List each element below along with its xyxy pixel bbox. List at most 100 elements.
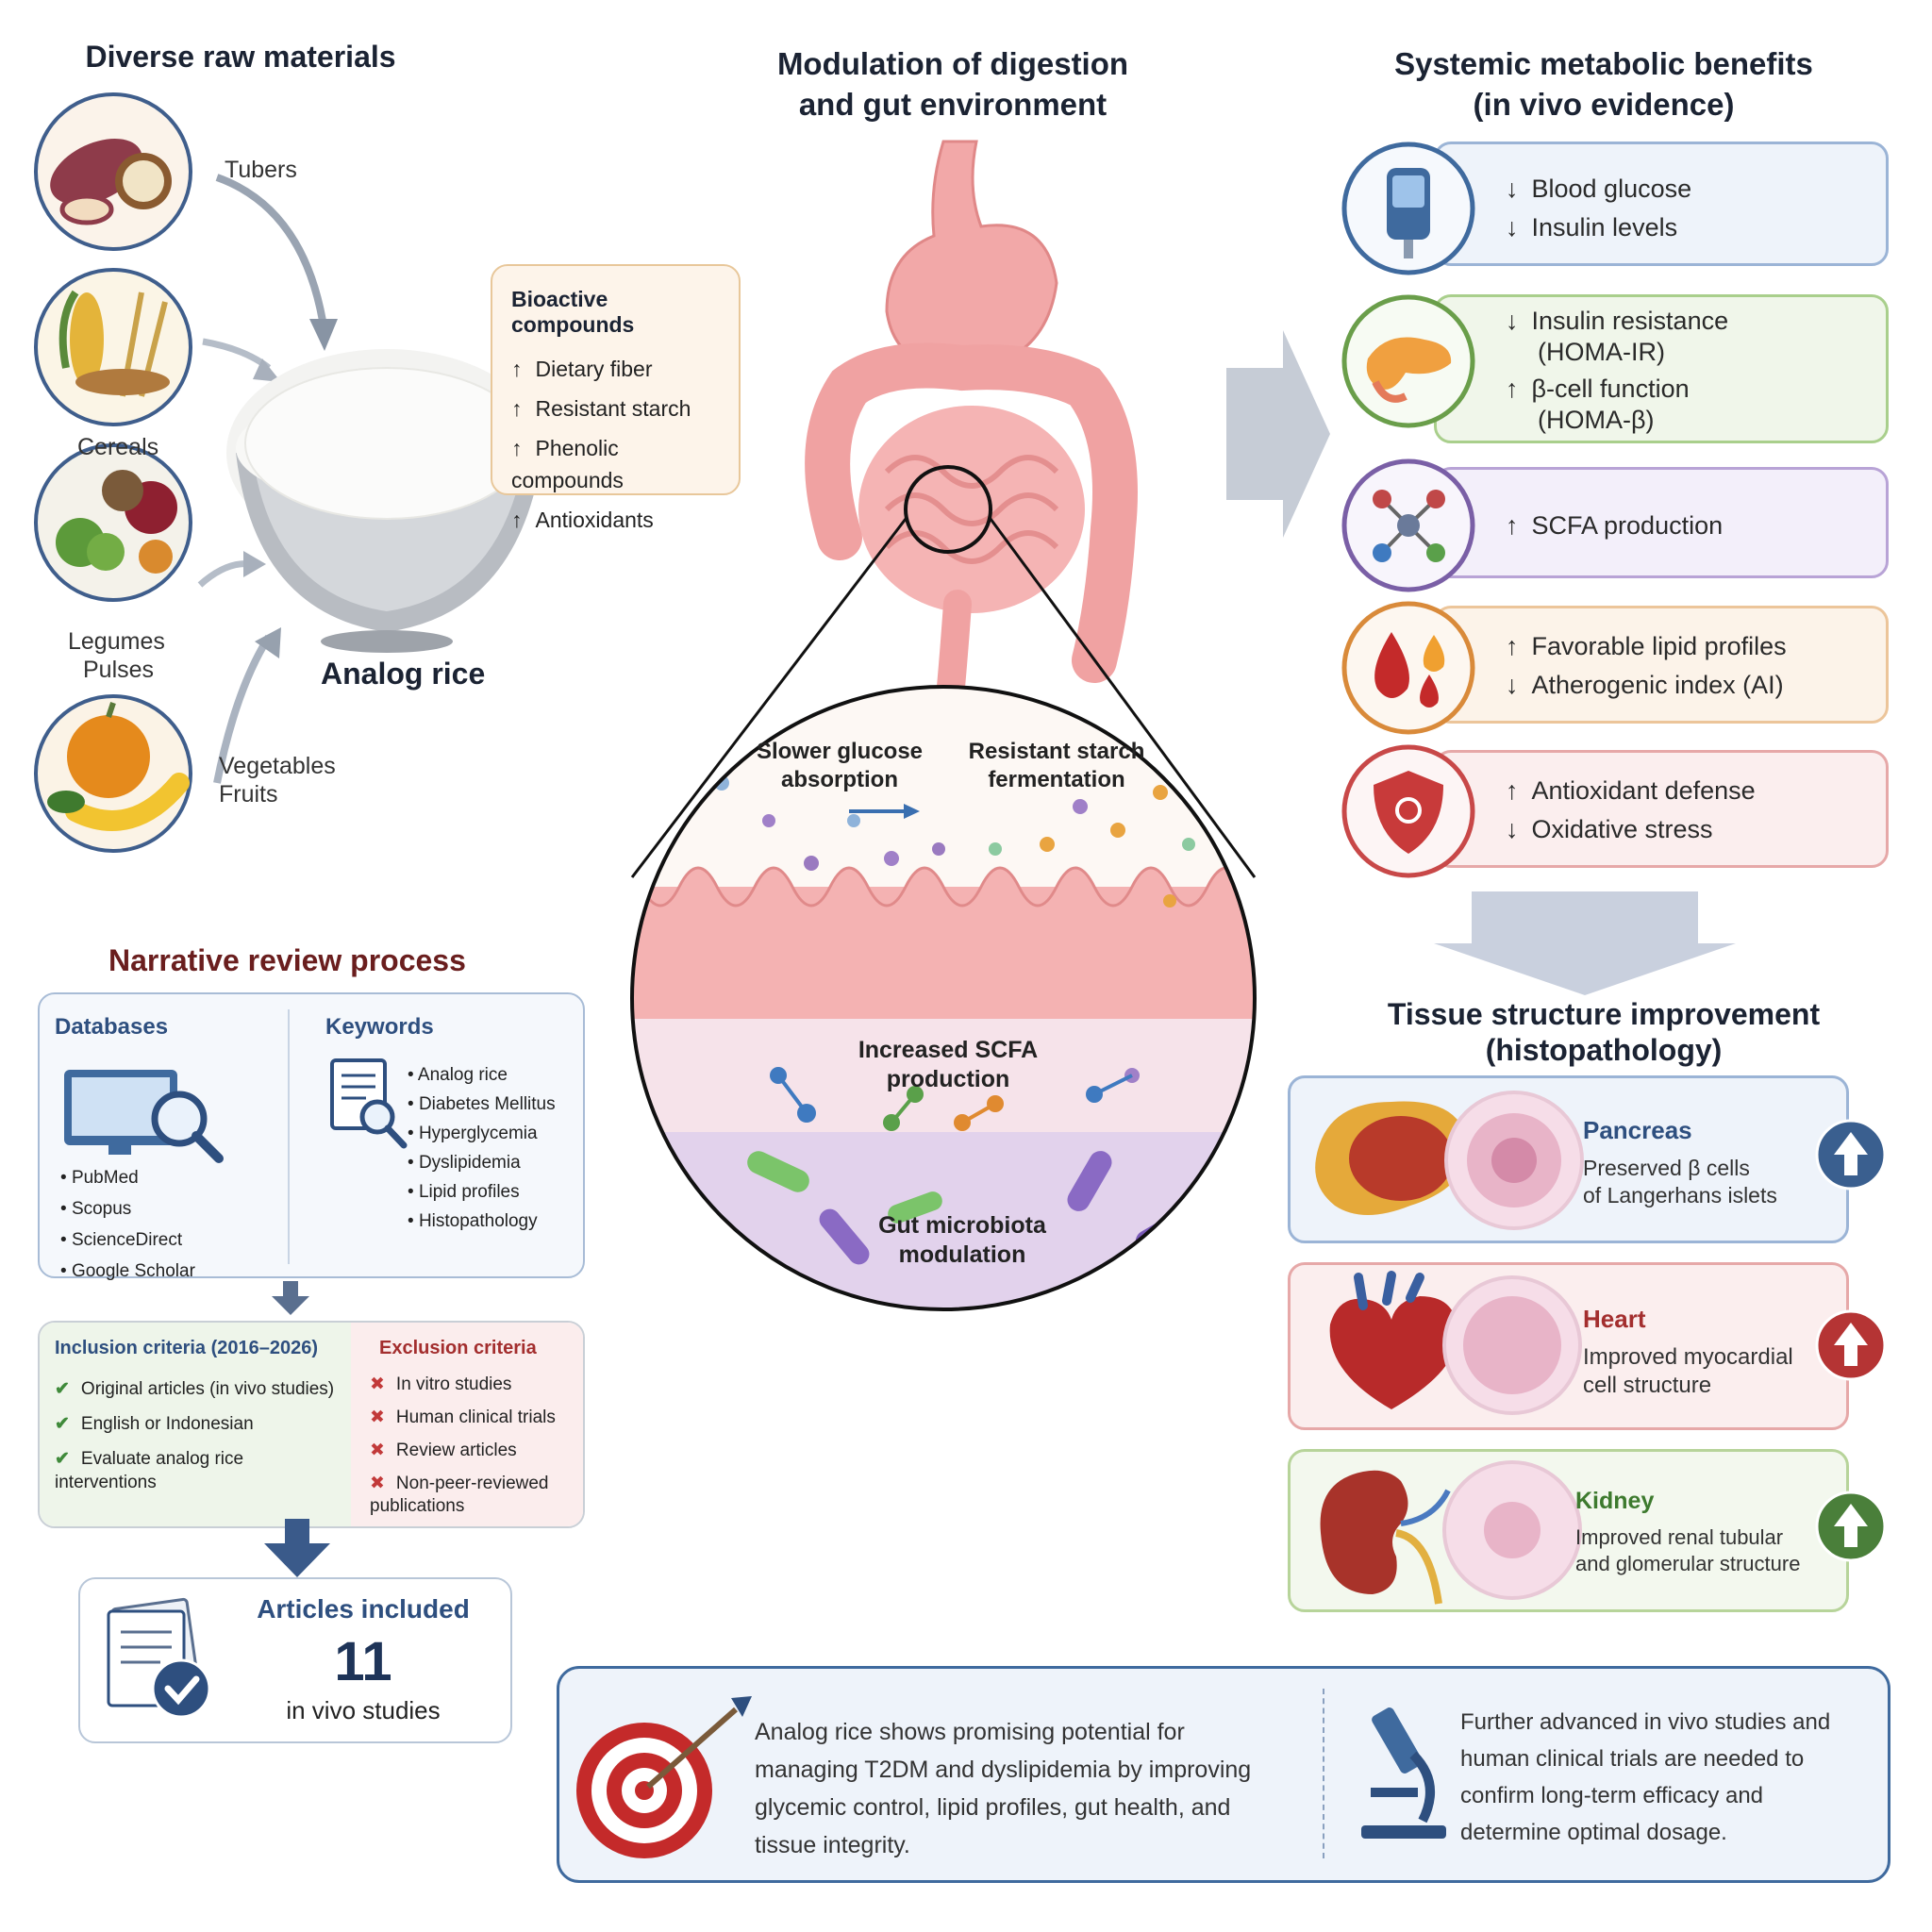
- kidney-desc-line2: and glomerular structure: [1575, 1552, 1801, 1575]
- digestion-title: Modulation of digestion and gut environm…: [736, 43, 1170, 125]
- keyword-item: • Diabetes Mellitus: [408, 1094, 556, 1114]
- heart-desc-line2: cell structure: [1583, 1373, 1712, 1398]
- articles-title: Articles included: [257, 1594, 470, 1624]
- systemic-line: (HOMA-IR): [1538, 338, 1665, 366]
- databases-list: • PubMed • Scopus • ScienceDirect • Goog…: [60, 1166, 195, 1291]
- slower-glucose-line1: Slower glucose: [756, 739, 924, 764]
- inclusion-item: Evaluate analog rice interventions: [55, 1447, 272, 1494]
- raw-materials-graphic: [34, 92, 547, 853]
- shield-icon: [1341, 744, 1475, 878]
- kidney-desc-line1: Improved renal tubular: [1575, 1525, 1784, 1549]
- bioactive-item: Phenolic compounds: [511, 432, 720, 496]
- computer-search-icon: [64, 1070, 224, 1163]
- gut-microbiota-label: Gut microbiota modulation: [840, 1211, 1085, 1270]
- systemic-line: SCFA production: [1506, 507, 1724, 545]
- raw-materials-title: Diverse raw materials: [85, 40, 396, 74]
- document-search-icon: [330, 1058, 408, 1149]
- database-item: • PubMed: [60, 1168, 139, 1188]
- glucometer-icon: [1341, 142, 1475, 275]
- bioactive-title: Bioactive compounds: [511, 287, 635, 337]
- pancreas-name: Pancreas: [1583, 1116, 1692, 1144]
- systemic-line: Favorable lipid profiles: [1506, 627, 1787, 666]
- criteria-arrow-down-icon: [264, 1519, 330, 1577]
- keyword-item: • Dyslipidemia: [408, 1153, 521, 1173]
- analog-rice-bowl-icon: [226, 349, 547, 653]
- scfa-line2: production: [886, 1066, 1010, 1092]
- exclusion-item: Human clinical trials: [370, 1407, 577, 1429]
- analog-rice-label: Analog rice: [321, 657, 486, 691]
- pancreas-desc-line2: of Langerhans islets: [1583, 1183, 1777, 1208]
- tubers-icon: [34, 92, 192, 251]
- resistant-starch-line1: Resistant starch: [968, 739, 1145, 764]
- slower-glucose-label: Slower glucose absorption: [745, 738, 934, 794]
- systemic-title: Systemic metabolic benefits (in vivo evi…: [1340, 43, 1868, 125]
- digestion-title-line2: and gut environment: [798, 87, 1108, 122]
- flow-arrow-down-icon: [1434, 891, 1736, 995]
- blood-drops-icon: [1341, 601, 1475, 735]
- kidney-desc: Improved renal tubular and glomerular st…: [1575, 1524, 1800, 1577]
- articles-count: 11: [334, 1631, 392, 1692]
- exclusion-item: Review articles: [370, 1440, 577, 1462]
- heart-tissue-icon: [1329, 1271, 1582, 1415]
- kidney-name: Kidney: [1575, 1488, 1655, 1514]
- large-intestine-icon: [805, 342, 1138, 683]
- database-item: • Scopus: [60, 1199, 132, 1219]
- insulin-resistance-text: Insulin resistance (HOMA-IR) β-cell func…: [1506, 306, 1729, 436]
- digestive-tract-graphic: [630, 140, 1257, 1311]
- molecule-icon: [1341, 458, 1475, 592]
- scfa-production-text: SCFA production: [1506, 507, 1724, 545]
- bioactive-item: Dietary fiber: [511, 353, 720, 385]
- pancreas-tissue-icon: [1315, 1091, 1584, 1230]
- conclusion-box: [557, 1666, 1890, 1883]
- review-title: Narrative review process: [108, 943, 466, 977]
- keyword-item: • Lipid profiles: [408, 1182, 520, 1202]
- review-arrow-down-icon: [272, 1281, 309, 1315]
- slower-glucose-line2: absorption: [781, 767, 898, 792]
- blood-glucose-text: Blood glucose Insulin levels: [1506, 170, 1692, 247]
- tissue-title-line1: Tissue structure improvement: [1387, 997, 1821, 1031]
- heart-name: Heart: [1583, 1305, 1646, 1333]
- exclusion-title: Exclusion criteria: [379, 1338, 537, 1358]
- lipid-profile-text: Favorable lipid profiles Atherogenic ind…: [1506, 627, 1787, 705]
- systemic-line: Blood glucose: [1506, 170, 1692, 208]
- pulses-label: Pulses: [83, 657, 155, 683]
- database-item: • ScienceDirect: [60, 1230, 183, 1250]
- bioactive-item: Resistant starch: [511, 392, 720, 425]
- exclusion-list: In vitro studies Human clinical trials R…: [370, 1374, 577, 1525]
- keywords-title: Keywords: [325, 1014, 434, 1040]
- systemic-line: Insulin resistance: [1506, 306, 1729, 337]
- resistant-starch-line2: fermentation: [988, 767, 1125, 792]
- keywords-list: • Analog rice • Diabetes Mellitus • Hype…: [408, 1064, 556, 1240]
- conclusion-left-text: Analog rice shows promising potential fo…: [755, 1719, 1252, 1858]
- exclusion-item: In vitro studies: [370, 1374, 577, 1396]
- tissue-title-line2: (histopathology): [1485, 1033, 1723, 1067]
- antioxidant-text: Antioxidant defense Oxidative stress: [1506, 772, 1756, 849]
- heart-desc-line1: Improved myocardial: [1583, 1344, 1793, 1370]
- fruits-label: Fruits: [219, 781, 278, 808]
- systemic-line: Oxidative stress: [1506, 810, 1756, 849]
- scfa-line1: Increased SCFA: [858, 1037, 1039, 1063]
- legumes-label: Legumes: [68, 628, 165, 655]
- systemic-line: Insulin levels: [1506, 208, 1691, 247]
- systemic-line: (HOMA-β): [1538, 406, 1655, 434]
- inclusion-title: Inclusion criteria (2016–2026): [55, 1338, 319, 1358]
- kidney-tissue-icon: [1320, 1460, 1582, 1605]
- pancreas-icon: [1341, 294, 1475, 428]
- legumes-icon: [34, 443, 192, 602]
- pancreas-desc: Preserved β cells of Langerhans islets: [1583, 1155, 1777, 1209]
- keyword-item: • Hyperglycemia: [408, 1124, 538, 1143]
- vegetables-fruits-icon: [34, 694, 192, 853]
- conclusion-right-text: Further advanced in vivo studies and hum…: [1460, 1709, 1831, 1845]
- gut-microbiota-line2: modulation: [898, 1241, 1026, 1268]
- digestion-title-line1: Modulation of digestion: [776, 46, 1129, 81]
- pancreas-desc-line1: Preserved β cells: [1583, 1156, 1750, 1180]
- microscope-icon: [1361, 1707, 1446, 1839]
- bioactive-item: Antioxidants: [511, 504, 720, 536]
- target-icon: [576, 1696, 752, 1858]
- articles-subtitle: in vivo studies: [286, 1696, 441, 1724]
- inclusion-item: English or Indonesian: [55, 1412, 338, 1436]
- cereals-label: Cereals: [77, 434, 159, 460]
- databases-title: Databases: [55, 1014, 169, 1040]
- heart-up-arrow-icon: [1815, 1309, 1887, 1381]
- systemic-title-line2: (in vivo evidence): [1473, 87, 1735, 122]
